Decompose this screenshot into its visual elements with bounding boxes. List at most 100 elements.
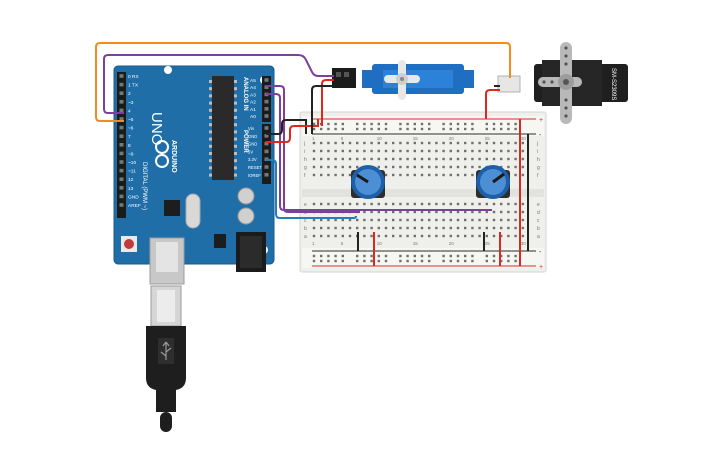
breadboard-hole — [442, 202, 445, 206]
breadboard-hole — [320, 141, 323, 145]
breadboard-hole — [420, 234, 424, 238]
breadboard-hole — [370, 202, 373, 206]
rail-hole — [399, 259, 402, 263]
servo-small[interactable] — [362, 60, 474, 100]
digital-pin[interactable] — [119, 82, 124, 87]
power-pin[interactable] — [264, 141, 269, 146]
breadboard-hole — [449, 165, 452, 169]
digital-pin[interactable] — [119, 143, 124, 147]
rail-hole — [514, 122, 517, 126]
power-pin-label: IOREF — [248, 173, 261, 178]
digital-pin[interactable] — [119, 100, 124, 104]
digital-pin[interactable] — [119, 108, 124, 113]
analog-pin[interactable] — [264, 99, 269, 104]
breadboard-hole — [334, 218, 337, 222]
power-pin[interactable] — [264, 126, 269, 130]
servo-large-connector[interactable] — [497, 75, 521, 93]
power-pin-label: 5V — [248, 149, 253, 154]
wire-purple-a1[interactable] — [266, 93, 492, 211]
breadboard-hole — [312, 234, 316, 238]
wire-black-servo-small[interactable] — [311, 85, 334, 134]
power-pin[interactable] — [264, 165, 269, 169]
chip-leg — [209, 166, 212, 170]
rail-hole — [485, 122, 488, 126]
digital-pin[interactable] — [119, 186, 124, 190]
reset-button[interactable] — [121, 236, 137, 252]
power-header[interactable] — [262, 124, 271, 184]
breadboard-hole — [341, 218, 344, 222]
wire-red-servo-large[interactable] — [485, 89, 500, 119]
digital-pin[interactable] — [119, 91, 124, 95]
digital-pin-label: 0 RX — [128, 74, 139, 80]
analog-pin[interactable] — [264, 114, 269, 118]
rail-hole — [356, 127, 359, 131]
rail-hole — [312, 259, 316, 263]
digital-pin[interactable] — [119, 134, 124, 138]
rail-hole — [442, 122, 445, 126]
potentiometer-left[interactable] — [351, 165, 385, 199]
potentiometer-right[interactable] — [476, 165, 510, 199]
breadboard-hole — [471, 141, 474, 145]
chip-leg — [234, 137, 237, 141]
breadboard-hole — [327, 149, 330, 153]
breadboard-hole — [464, 218, 467, 222]
power-pin[interactable] — [264, 173, 269, 177]
wire-blue[interactable] — [266, 159, 357, 219]
breadboard-hole — [327, 218, 330, 222]
rail-hole — [341, 254, 344, 258]
digital-pin[interactable] — [119, 125, 124, 130]
rail-hole — [464, 122, 467, 126]
digital-pin[interactable] — [119, 168, 124, 173]
wire-orange[interactable] — [95, 42, 511, 122]
breadboard-hole — [471, 149, 474, 153]
chip-leg — [209, 94, 212, 98]
breadboard-hole — [399, 149, 402, 153]
breadboard-hole — [420, 141, 424, 145]
breadboard-hole — [312, 226, 316, 230]
digital-pin[interactable] — [119, 117, 124, 121]
rail-hole — [485, 127, 488, 131]
breadboard-hole — [384, 234, 388, 238]
breadboard-hole — [334, 234, 337, 238]
analog-pin[interactable] — [264, 78, 269, 82]
digital-pin[interactable] — [119, 151, 124, 156]
breadboard-hole — [363, 218, 366, 222]
digital-pin[interactable] — [119, 160, 124, 164]
digital-pin[interactable] — [119, 74, 124, 78]
wire-red-servo-small[interactable] — [321, 79, 334, 119]
rail-hole — [406, 122, 409, 126]
breadboard-hole — [406, 141, 409, 145]
rail-hole — [370, 254, 373, 258]
horn-hole — [564, 98, 568, 102]
usb-cable[interactable] — [146, 285, 186, 432]
power-pin[interactable] — [264, 149, 269, 154]
usb-port[interactable] — [149, 237, 185, 285]
breadboard-hole — [442, 141, 445, 145]
wire-red-5v[interactable] — [266, 119, 319, 143]
wire-purple-servo[interactable] — [103, 54, 334, 114]
analog-pin[interactable] — [264, 107, 269, 111]
power-pin-label: RESET — [248, 165, 262, 170]
servo-small-connector[interactable] — [332, 68, 356, 88]
analog-header[interactable] — [262, 76, 271, 122]
power-pin[interactable] — [264, 134, 269, 138]
rail-hole — [320, 259, 323, 263]
breadboard-hole — [449, 157, 452, 161]
breadboard-hole — [514, 210, 517, 214]
analog-pin[interactable] — [264, 85, 269, 89]
digital-pin[interactable] — [119, 177, 124, 181]
rail-hole — [399, 122, 402, 126]
servo-large[interactable]: SM-S2309S — [534, 42, 628, 124]
wire-black-gnd[interactable] — [266, 119, 307, 135]
wires[interactable] — [95, 42, 529, 266]
rail-hole — [492, 259, 496, 263]
breadboard-hole — [442, 234, 445, 238]
breadboard-hole — [456, 210, 460, 214]
digital-pin[interactable] — [119, 203, 124, 207]
power-jack[interactable] — [236, 232, 266, 272]
digital-pin[interactable] — [119, 194, 124, 199]
breadboard-hole — [413, 165, 416, 169]
wire-purple-a0[interactable] — [266, 85, 360, 213]
